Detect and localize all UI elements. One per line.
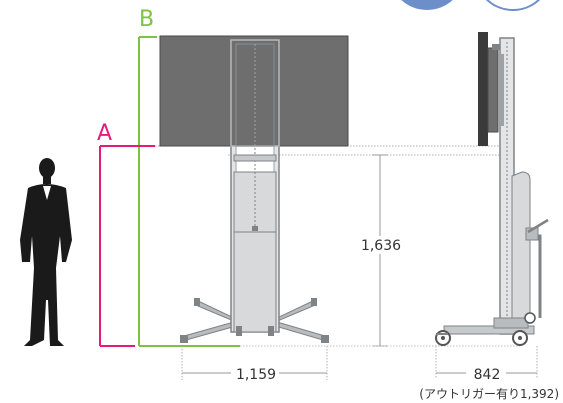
width-value: 1,159 <box>236 367 276 383</box>
front-extension-lines <box>155 145 500 380</box>
side-extension-lines <box>435 346 538 378</box>
person-silhouette-icon <box>20 158 72 346</box>
depth-value: 842 <box>474 367 501 383</box>
height-value: 1,636 <box>361 238 401 254</box>
decorative-circles <box>401 0 541 11</box>
display-screen-front <box>159 35 349 147</box>
label-a: A <box>97 121 112 146</box>
display-screen-side <box>478 32 504 146</box>
marker-b <box>138 36 240 347</box>
outrigger-note: (アウトリガー有り1,392) <box>419 387 559 401</box>
marker-a <box>99 145 155 347</box>
label-b: B <box>139 7 154 32</box>
